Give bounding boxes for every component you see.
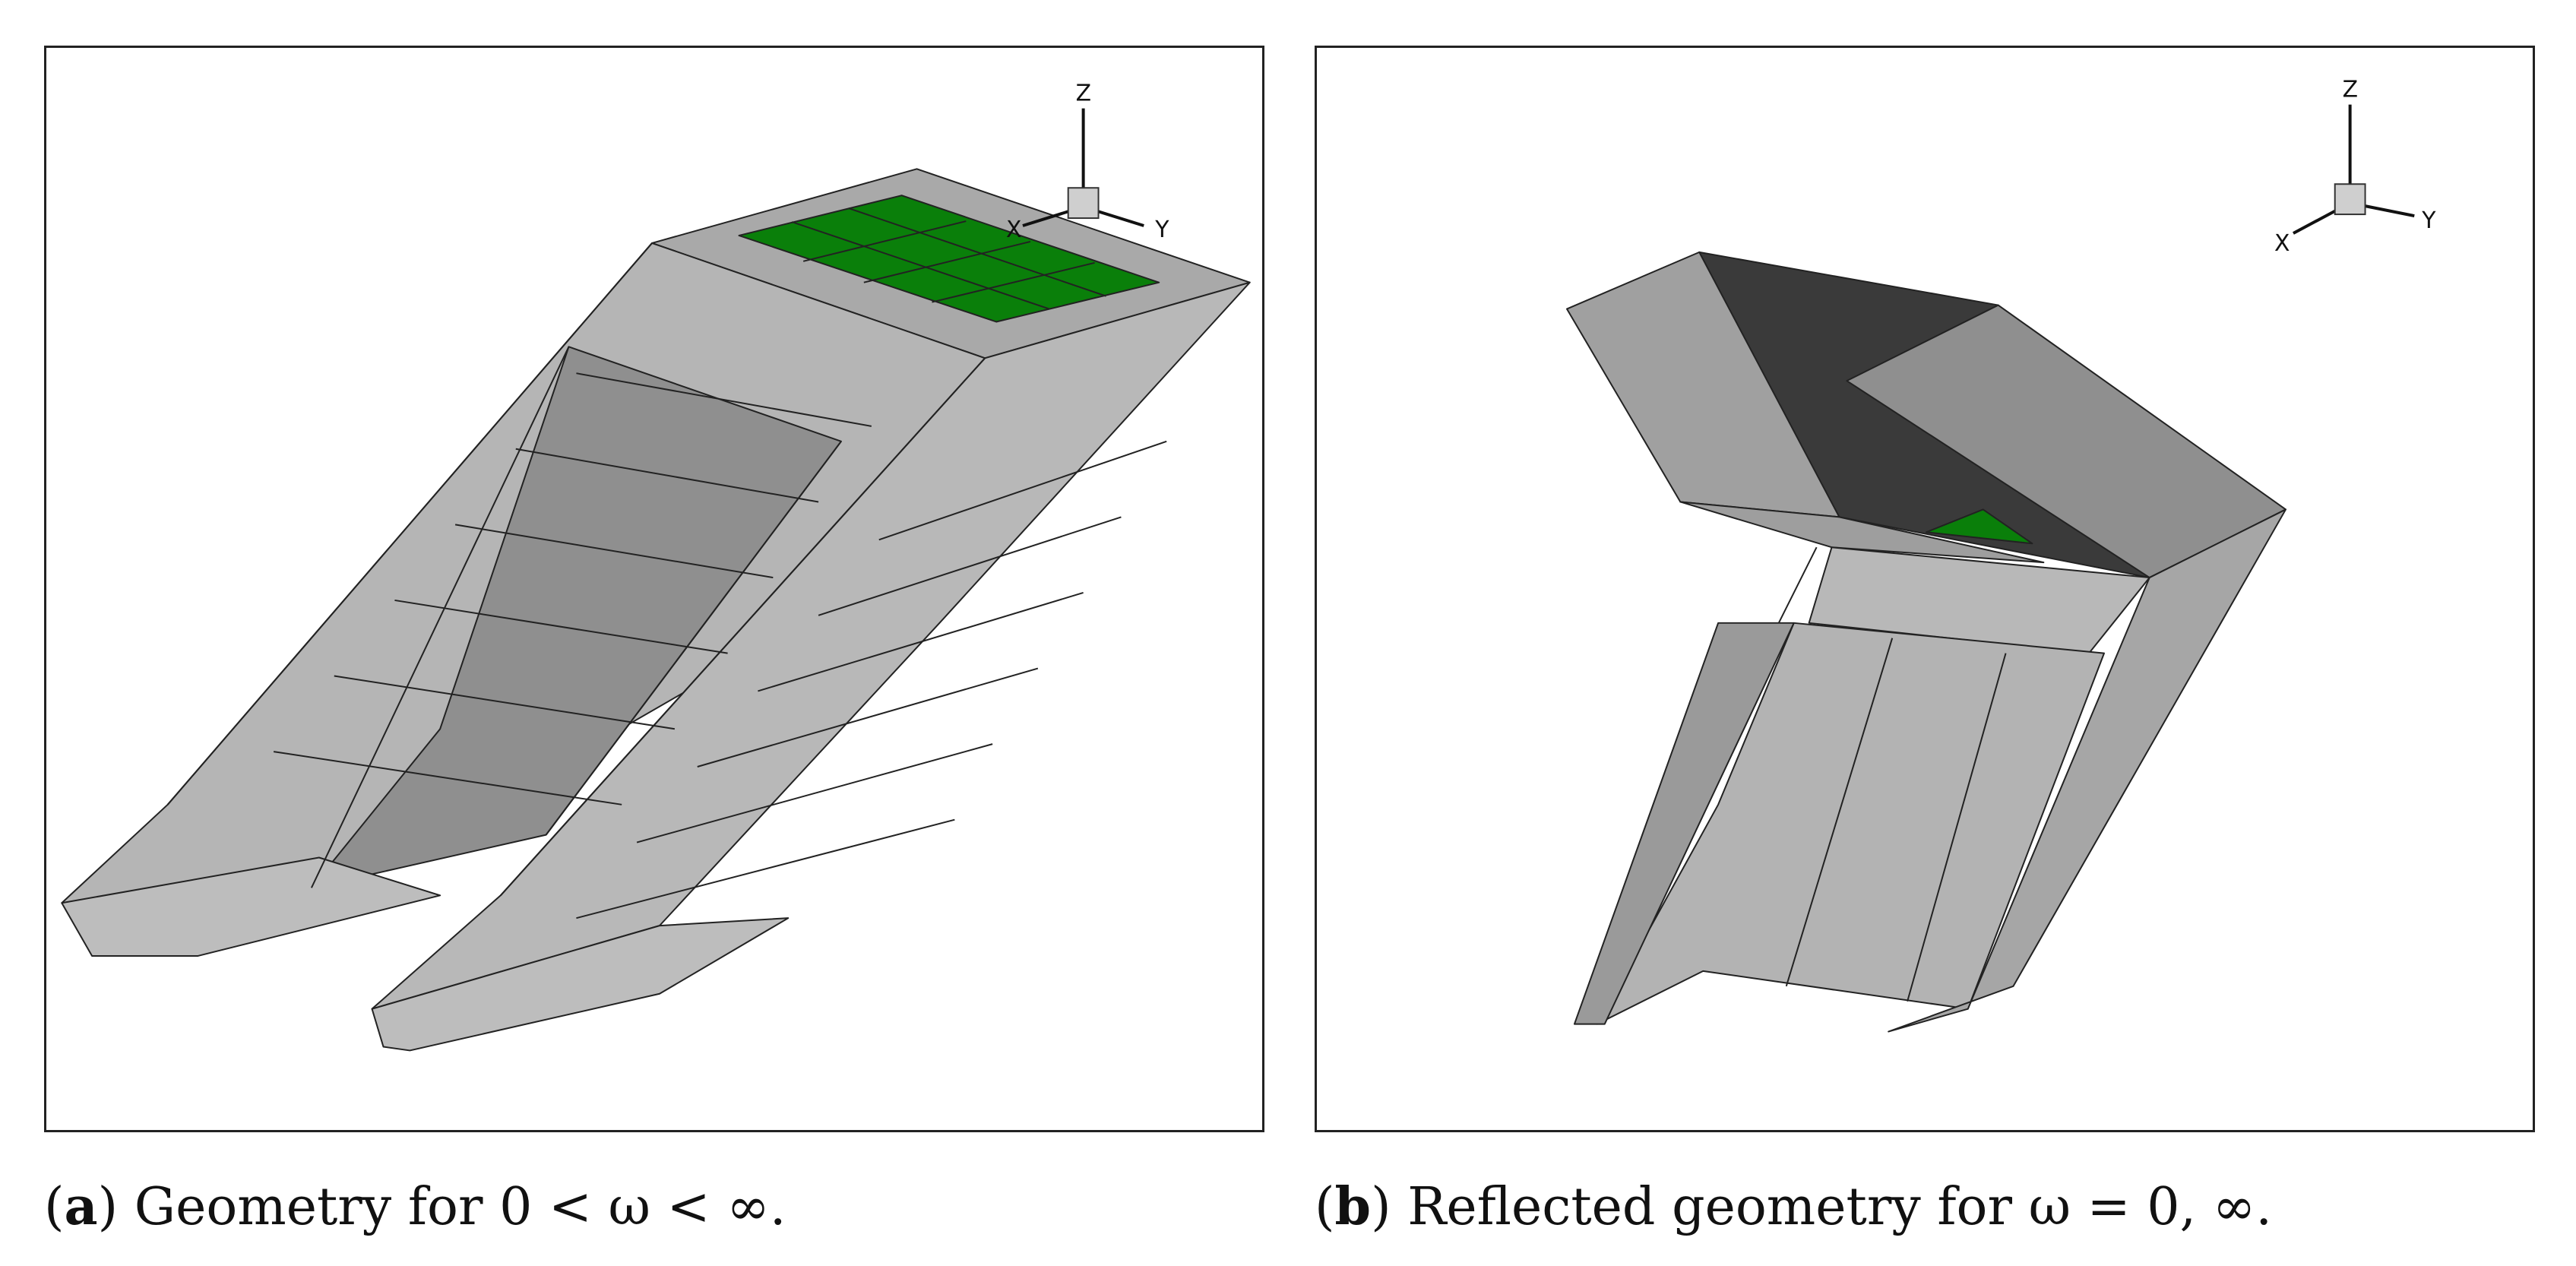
caption-b: (b) Reflected geometry for ω = 0, ∞. [1315,1176,2272,1238]
caption-text-b: Reflected geometry for ω = 0, ∞. [1407,1177,2273,1237]
axis-triad-a: Z X Y [1006,81,1169,243]
caption-label-b: (b) [1315,1176,1391,1237]
caption-label-a: (a) [44,1176,119,1237]
geometry-render-a: Z X Y [61,81,1251,1052]
figure-panel-b: Z X Y [1315,46,2535,1132]
trough-face [1596,622,2106,1025]
axis-label-y: Y [1154,217,1169,243]
left-foot-face [61,856,441,957]
axis-label-y: Y [2421,207,2436,234]
highlight-green-triangle [1925,508,2033,545]
caption-a: (a) Geometry for 0 < ω < ∞. [44,1176,786,1238]
axis-label-x: X [2274,230,2290,257]
axis-triad-b: Z X Y [2274,77,2436,257]
right-foot-face [371,917,790,1052]
caption-text-a: Geometry for 0 < ω < ∞. [134,1177,786,1237]
left-wall-face [1573,622,1795,1025]
figure-panel-a: Z X Y [44,46,1264,1132]
right-wall-face [1888,508,2286,1033]
highlight-green-panel [738,195,1160,323]
axis-label-x: X [1006,217,1021,243]
axis-label-z: Z [2343,77,2358,103]
axis-label-z: Z [1076,81,1091,107]
geometry-render-b: Z X Y [1565,77,2436,1033]
inner-shelf-face [1679,501,2045,564]
